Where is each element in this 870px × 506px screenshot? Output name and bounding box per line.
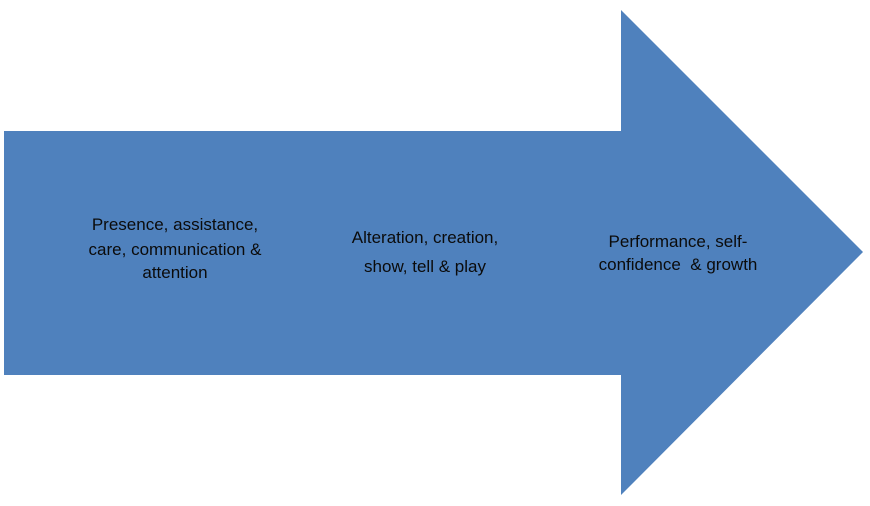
- stage-1-label: Presence, assistance, care, communicatio…: [70, 213, 280, 284]
- stage-3-line-1: Performance, self-: [608, 232, 748, 251]
- stage-3-line-2: confidence & growth: [598, 255, 758, 274]
- stage-3-label: Performance, self- confidence & growth: [588, 230, 768, 276]
- stage-1-line-2: care, communication &: [88, 240, 262, 259]
- stage-1-line-3: attention: [142, 263, 208, 282]
- stage-1-line-1: Presence, assistance,: [91, 215, 259, 234]
- stage-2-line-2: show, tell & play: [364, 257, 486, 276]
- stage-2-line-1: Alteration, creation,: [351, 228, 499, 247]
- stage-2-label: Alteration, creation, show, tell & play: [330, 226, 520, 278]
- arrow-shape: [4, 10, 863, 495]
